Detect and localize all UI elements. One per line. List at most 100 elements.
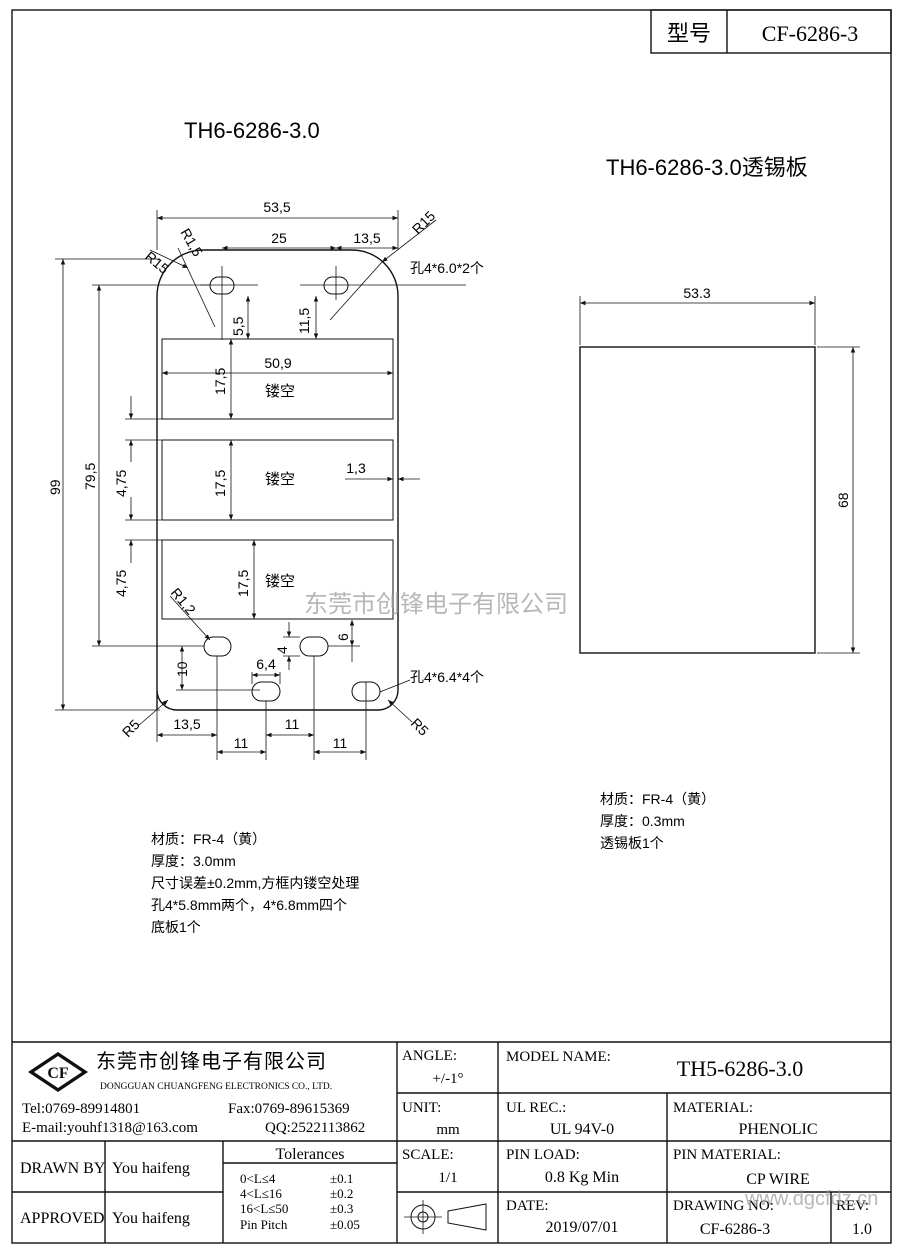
site-watermark: www.dgcfdz.cn (744, 1188, 878, 1210)
tol-range-4: Pin Pitch (240, 1217, 288, 1232)
dim-pin-dy: 6 (335, 633, 351, 641)
projection-symbol (404, 1200, 487, 1234)
approved-label: APPROVED (20, 1210, 104, 1227)
company-name-cn: 东莞市创锋电子有限公司 (96, 1050, 327, 1073)
dim-pin-gap-mid: 11 (285, 716, 300, 732)
pin-hole-3 (251, 681, 281, 702)
left-notes: 材质：FR-4（黄） 厚度：3.0mm 尺寸误差±0.2mm,方框内镂空处理 孔… (151, 831, 359, 935)
model-header: 型号 CF-6286-3 (650, 9, 892, 54)
unit-value: mm (436, 1122, 460, 1138)
dim-slot-h3: 17,5 (235, 570, 251, 597)
tol-value-2: ±0.2 (330, 1186, 353, 1201)
scale-value: 1/1 (438, 1170, 457, 1186)
tol-range-1: 0<L≤4 (240, 1171, 276, 1186)
title-block: CF 东莞市创锋电子有限公司 DONGGUAN CHUANGFENG ELECT… (12, 1041, 891, 1243)
dim-slot-h1: 17,5 (212, 368, 228, 395)
dim-hole-y2: 11,5 (296, 308, 312, 334)
tol-value-4: ±0.05 (330, 1217, 360, 1232)
right-note-1: 材质：FR-4（黄） (600, 791, 715, 807)
company-name-en: DONGGUAN CHUANGFENG ELECTRONICS CO., LTD… (100, 1082, 332, 1092)
model-name-label: MODEL NAME: (506, 1049, 611, 1065)
left-part-title: TH6-6286-3.0 (184, 118, 320, 143)
dim-total-height: 99 (47, 479, 63, 495)
left-note-2: 厚度：3.0mm (151, 853, 236, 869)
drawn-by-value: You haifeng (112, 1160, 190, 1177)
dim-gap-2: 4,75 (113, 570, 129, 597)
dim-stencil-height: 68 (835, 492, 851, 508)
dim-hole-y1: 5,5 (230, 316, 246, 336)
left-note-5: 底板1个 (151, 919, 201, 935)
date-label: DATE: (506, 1198, 549, 1214)
dim-gap-1: 4,75 (113, 470, 129, 497)
pin-material-label: PIN MATERIAL: (673, 1147, 781, 1163)
base-plate-outline (156, 249, 399, 711)
company-fax: Fax:0769-89615369 (228, 1101, 350, 1117)
tol-range-3: 16<L≤50 (240, 1201, 288, 1216)
pin-hole-1 (203, 636, 232, 657)
pin-hole-2 (299, 636, 329, 657)
pin-load-label: PIN LOAD: (506, 1147, 580, 1163)
model-name-value: TH5-6286-3.0 (677, 1056, 803, 1081)
model-header-label: 型号 (667, 21, 711, 46)
ul-value: UL 94V-0 (550, 1121, 614, 1138)
dim-pin-gap-right: 11 (333, 735, 348, 751)
tol-range-2: 4<L≤16 (240, 1186, 282, 1201)
dim-pin-gap-left: 11 (234, 735, 249, 751)
right-part-title: TH6-6286-3.0透锡板 (606, 155, 808, 180)
pin-load-value: 0.8 Kg Min (545, 1169, 619, 1186)
right-note-3: 透锡板1个 (600, 835, 664, 851)
date-value: 2019/07/01 (546, 1219, 619, 1236)
left-note-1: 材质：FR-4（黄） (151, 831, 266, 847)
dim-hole-spacing: 25 (271, 230, 287, 246)
dim-wall: 1,3 (346, 460, 366, 476)
hollow-label-2: 镂空 (265, 471, 295, 488)
hole-note-top: 孔4*6.0*2个 (410, 260, 484, 276)
angle-label: ANGLE: (402, 1048, 457, 1064)
stencil-plate-drawing: 53.3 68 (579, 285, 860, 654)
material-label: MATERIAL: (673, 1100, 753, 1116)
angle-value: +/-1° (432, 1071, 463, 1087)
dim-pin-h: 4 (274, 646, 290, 654)
tol-value-1: ±0.1 (330, 1171, 353, 1186)
dim-r1-2: R1,2 (168, 585, 199, 618)
dim-pin-x: 13,5 (173, 716, 200, 732)
right-notes: 材质：FR-4（黄） 厚度：0.3mm 透锡板1个 (600, 791, 715, 851)
dim-r15-left: R15 (142, 248, 172, 277)
logo-text: CF (47, 1065, 69, 1082)
material-value: PHENOLIC (738, 1121, 817, 1138)
hollow-label-3: 镂空 (265, 573, 295, 590)
dim-r5-right: R5 (408, 715, 432, 739)
stencil-plate-outline (579, 346, 816, 654)
dim-slot-h2: 17,5 (212, 470, 228, 497)
unit-label: UNIT: (402, 1100, 441, 1116)
company-qq: QQ:2522113862 (265, 1120, 365, 1136)
hollow-label-1: 镂空 (265, 383, 295, 400)
tolerances-title: Tolerances (275, 1146, 344, 1163)
model-header-value: CF-6286-3 (762, 21, 859, 46)
tol-value-3: ±0.3 (330, 1201, 353, 1216)
dim-pin-w: 6,4 (256, 656, 276, 672)
dim-hole-offset: 13,5 (353, 230, 380, 246)
drawn-by-label: DRAWN BY (20, 1160, 106, 1177)
rev-label: REV: (836, 1198, 869, 1214)
dim-inner-height: 79,5 (82, 463, 98, 490)
dim-r5-left: R5 (119, 716, 143, 740)
approved-value: You haifeng (112, 1210, 190, 1227)
ul-label: UL REC.: (506, 1100, 566, 1116)
pin-material-value: CP WIRE (746, 1171, 810, 1188)
dim-stencil-width: 53.3 (683, 285, 710, 301)
dim-pin-y: 10 (174, 661, 190, 677)
hollow-slot-3 (161, 539, 394, 620)
drawing-no-label: DRAWING NO: (673, 1198, 774, 1214)
hole-note-bottom: 孔4*6.4*4个 (410, 669, 484, 685)
company-tel: Tel:0769-89914801 (22, 1101, 140, 1117)
left-note-3: 尺寸误差±0.2mm,方框内镂空处理 (151, 875, 359, 891)
dim-slot-width: 50,9 (264, 355, 291, 371)
hollow-slot-1 (161, 338, 394, 420)
dim-r15-right: R15 (409, 207, 439, 237)
sheet-border (11, 9, 892, 1244)
dim-r1-5: R1,5 (177, 226, 206, 260)
base-plate-drawing: 镂空 镂空 镂空 53,5 25 13,5 R15 R15 R1, (47, 199, 484, 760)
dim-overall-width: 53,5 (263, 199, 290, 215)
